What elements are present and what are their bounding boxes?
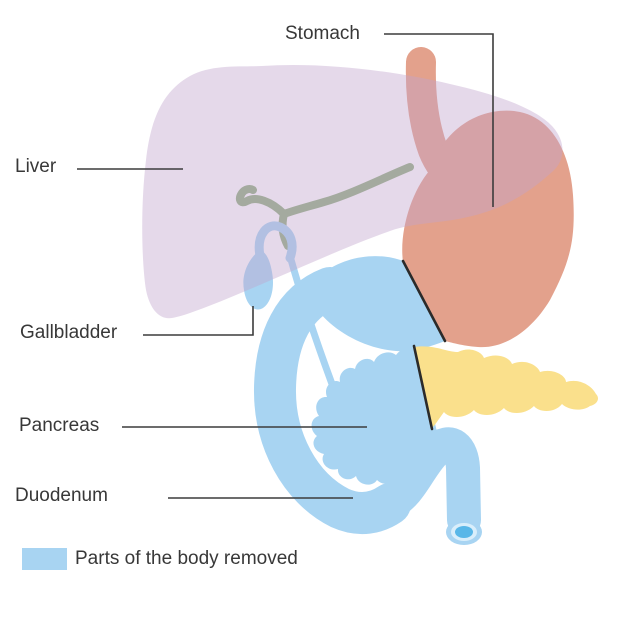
pancreas-label: Pancreas bbox=[19, 415, 100, 436]
pancreas-head-shape bbox=[311, 347, 437, 485]
left-hepatic-duct bbox=[235, 185, 288, 218]
liver-shape bbox=[142, 64, 563, 319]
pancreas-cut-line bbox=[412, 344, 434, 431]
cystic-duct bbox=[254, 221, 297, 263]
stomach-label: Stomach bbox=[285, 23, 360, 44]
gallbladder-label: Gallbladder bbox=[20, 322, 118, 343]
legend-swatch bbox=[22, 548, 67, 570]
jejunum-shape bbox=[373, 427, 481, 537]
pointer-lines bbox=[77, 33, 494, 499]
duodenum-shape bbox=[254, 267, 411, 535]
legend-text: Parts of the body removed bbox=[75, 548, 298, 569]
jejunum-opening-inner bbox=[455, 526, 473, 538]
duodenum-label: Duodenum bbox=[15, 485, 108, 506]
stomach-pointer-line bbox=[384, 33, 494, 207]
cut-lines bbox=[401, 259, 447, 431]
stomach-cut-line bbox=[401, 259, 447, 343]
gallbladder-pointer-line bbox=[143, 306, 254, 336]
pancreas-tail-shape bbox=[414, 346, 598, 428]
gallbladder-shape bbox=[243, 250, 273, 310]
stomach-shape bbox=[402, 110, 574, 348]
liver-label: Liver bbox=[15, 156, 57, 177]
common-hepatic-duct bbox=[280, 163, 414, 218]
